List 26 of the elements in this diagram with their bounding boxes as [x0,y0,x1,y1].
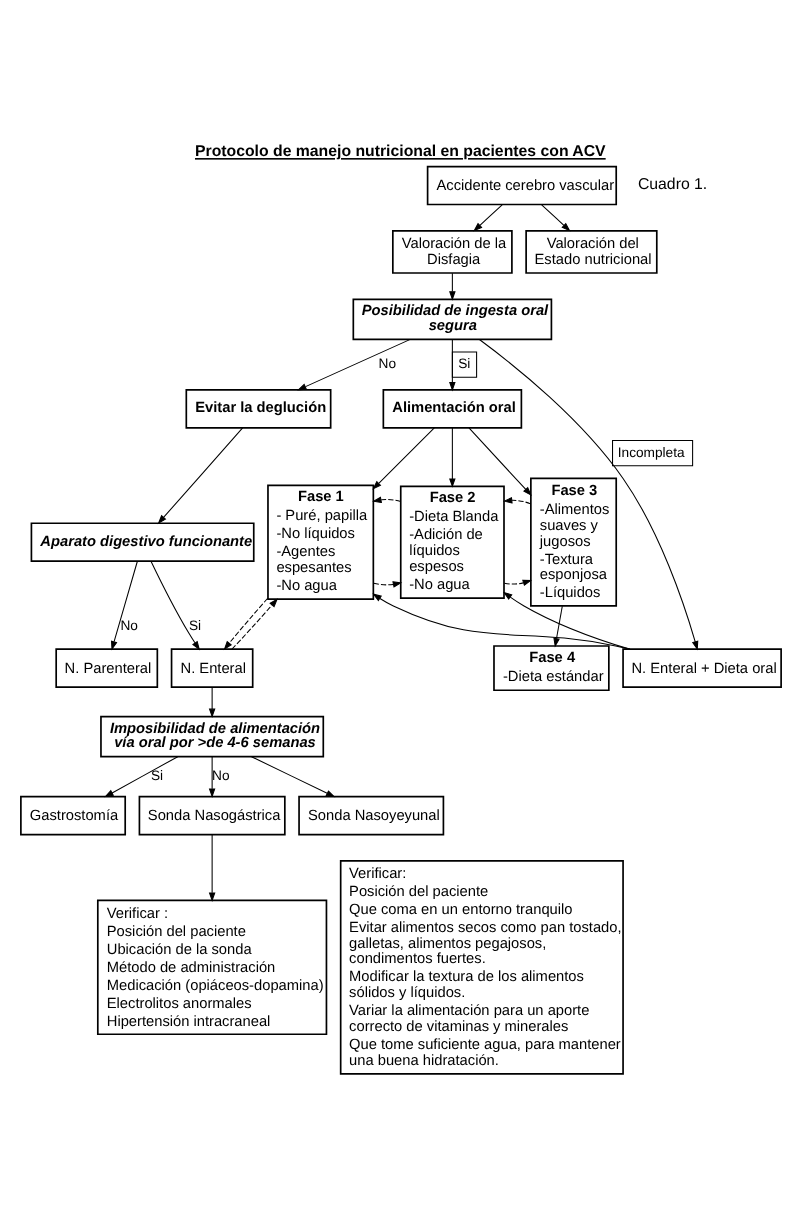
arrow [231,597,279,649]
arrow [449,271,456,300]
arrow [502,495,532,504]
arrow [223,596,269,650]
arrow [150,559,201,650]
arrow [372,426,435,489]
arrow [373,580,403,587]
arrow [449,337,456,391]
arrow [478,337,699,650]
arrow [372,495,402,503]
arrow [110,559,138,650]
arrow [104,755,179,797]
arrow [208,833,216,901]
arrow [297,337,411,390]
arrow [208,755,216,797]
arrow [503,578,533,586]
arrow [449,426,456,487]
arrow [473,203,503,231]
arrow [541,203,571,231]
arrow [502,590,631,649]
arrow [157,426,244,524]
arrow [208,685,216,718]
arrow [372,592,631,649]
arrow [468,426,532,496]
arrow [553,604,563,647]
arrow [250,755,336,797]
